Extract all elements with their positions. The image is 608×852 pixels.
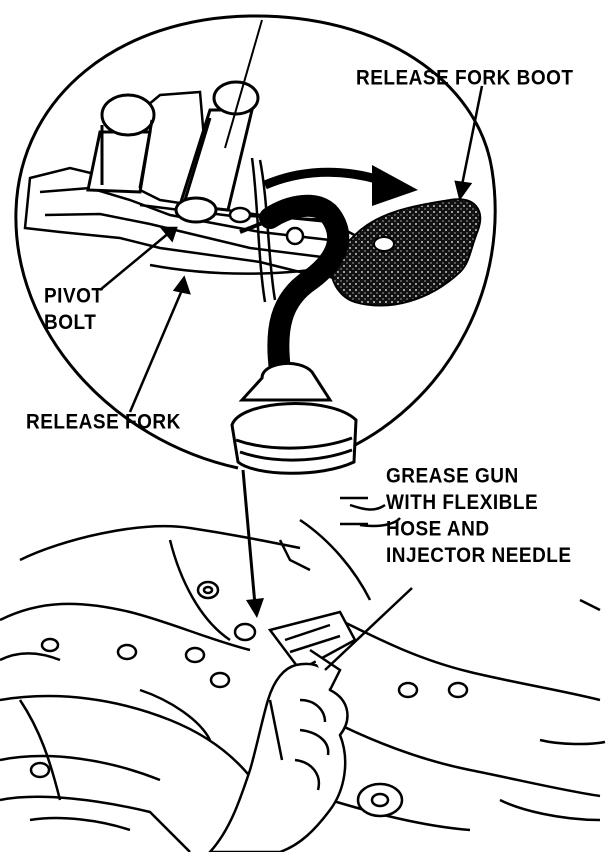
- pivot-post: [174, 80, 260, 224]
- pivot-bolt-text-line2: BOLT: [44, 311, 97, 335]
- grease-gun-nozzle: [230, 361, 358, 475]
- label-release-fork-boot: RELEASE FORK BOOT: [356, 66, 574, 92]
- magnifier-leader: [241, 469, 264, 618]
- label-grease-gun: GREASE GUN WITH FLEXIBLE HOSE AND INJECT…: [386, 464, 572, 570]
- detail-magnifier: [14, 14, 497, 470]
- label-release-fork: RELEASE FORK: [26, 410, 181, 436]
- pivot-bolt-text-line1: PIVOT: [44, 285, 104, 309]
- flexible-hose: [239, 194, 350, 381]
- grease-gun-text-line1: GREASE GUN: [386, 465, 519, 489]
- label-pivot-bolt: PIVOT BOLT: [44, 284, 104, 337]
- grease-gun-text-line3: HOSE AND: [386, 517, 490, 541]
- release-fork-boot-text: RELEASE FORK BOOT: [356, 67, 574, 91]
- housing-bolts: [29, 580, 469, 818]
- magnifier-outline: [14, 14, 497, 470]
- transmission-scene: [0, 503, 606, 852]
- grease-gun-text-line4: INJECTOR NEEDLE: [386, 544, 572, 568]
- fork-post-left: [86, 93, 156, 194]
- hand-with-grease-gun: [208, 610, 357, 852]
- grease-gun-leader: [324, 496, 413, 671]
- pivot-bolt: [228, 206, 305, 246]
- release-fork-boot: [330, 198, 482, 307]
- curved-arrow: [263, 165, 418, 206]
- grease-gun-text-line2: WITH FLEXIBLE: [386, 491, 539, 515]
- top-leader-line: [224, 19, 263, 149]
- label-pointers: [99, 85, 484, 413]
- release-fork-text: RELEASE FORK: [26, 411, 181, 435]
